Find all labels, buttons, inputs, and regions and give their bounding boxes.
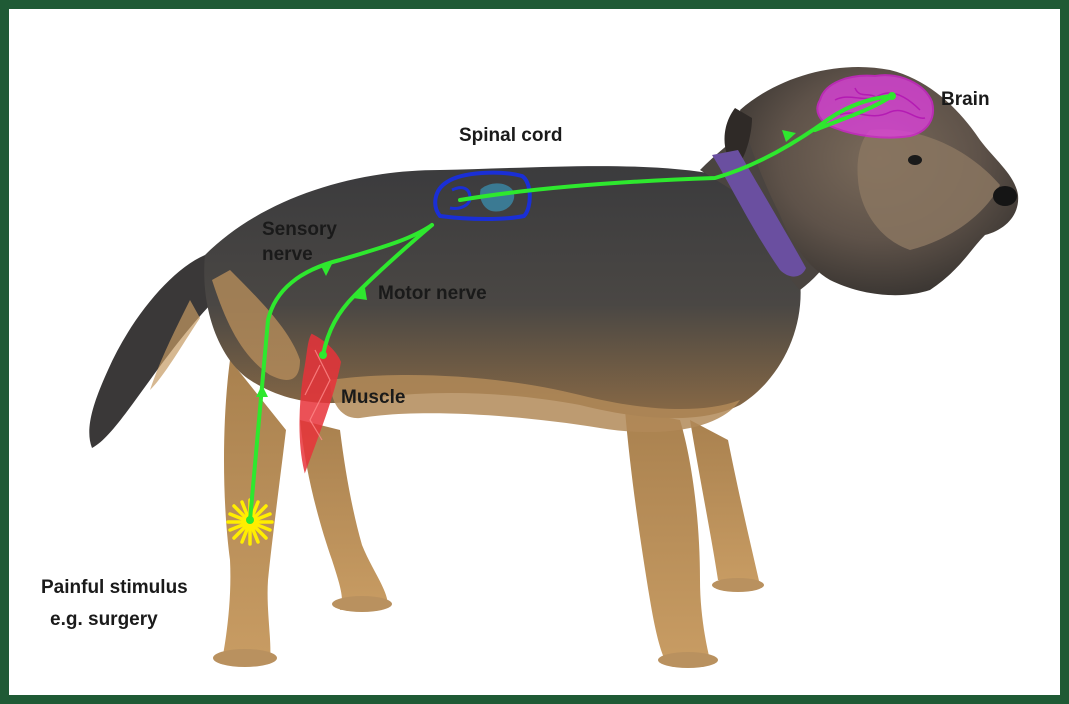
dog-illustration: [89, 67, 1018, 668]
spinal-cord-label: Spinal cord: [459, 124, 562, 147]
stimulus-label-line2: e.g. surgery: [50, 608, 158, 631]
sensory-nerve-label-line2: nerve: [262, 243, 313, 266]
stimulus-label-line1: Painful stimulus: [41, 576, 188, 599]
motor-nerve-label: Motor nerve: [378, 282, 487, 305]
sensory-nerve-label-line1: Sensory: [262, 218, 337, 241]
brain-label: Brain: [941, 88, 990, 111]
muscle-label: Muscle: [341, 386, 405, 409]
